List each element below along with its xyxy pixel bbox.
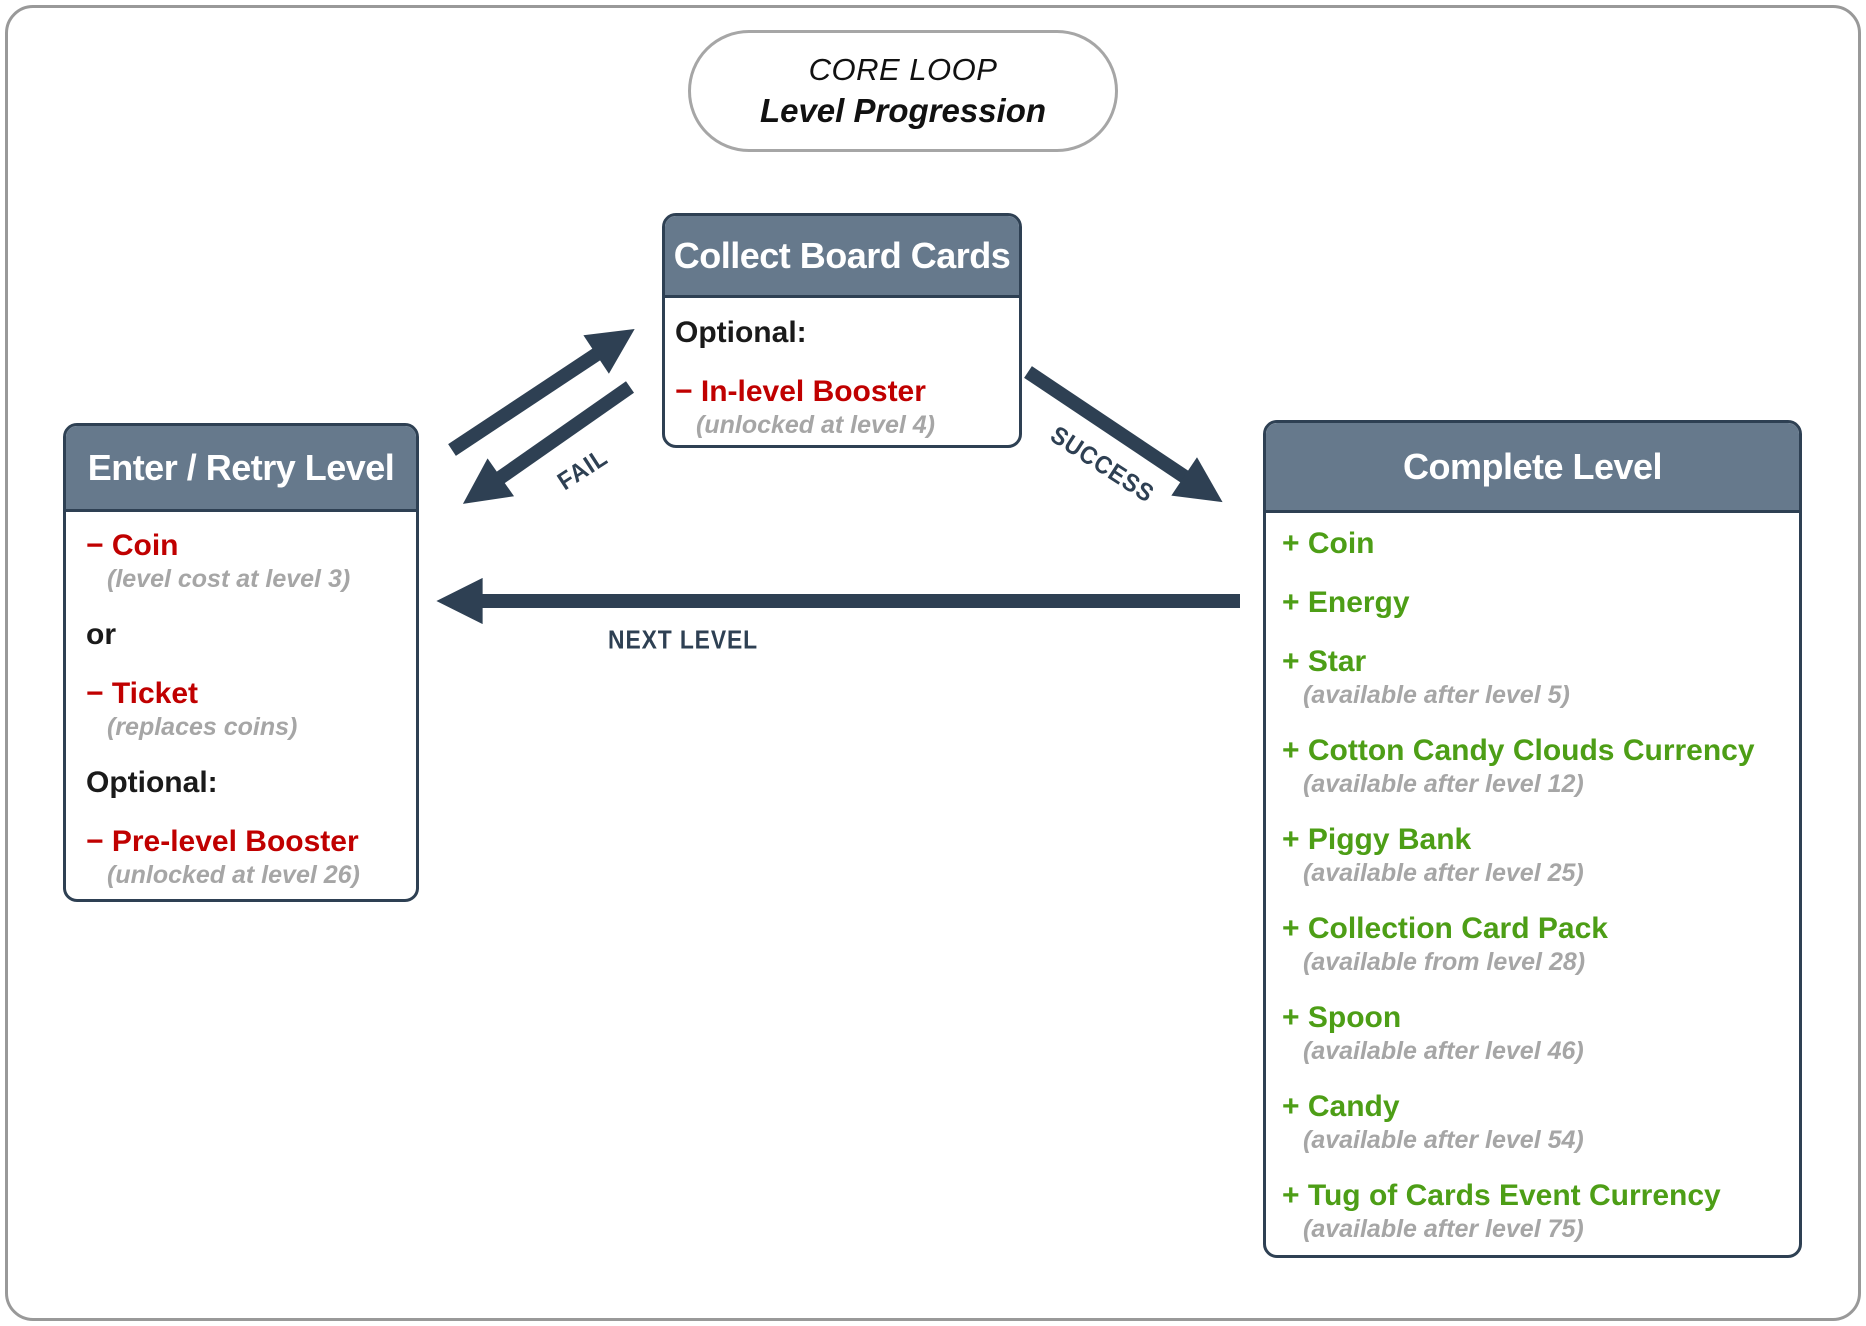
- item-label: + Candy: [1282, 1090, 1400, 1123]
- item-note: (available after level 12): [1303, 770, 1584, 798]
- next-level-label: NEXT LEVEL: [608, 624, 758, 655]
- cost-item: − Coin (level cost at level 3): [86, 528, 404, 594]
- diagram-title-text: Level Progression: [759, 92, 1047, 129]
- item-note: (available after level 75): [1303, 1215, 1584, 1243]
- cost-item: − Pre-level Booster (unlocked at level 26…: [86, 824, 404, 890]
- text-item: or: [86, 617, 404, 653]
- item-note: (available from level 28): [1303, 948, 1586, 976]
- item-note: (available after level 46): [1303, 1037, 1584, 1065]
- item-label: + Piggy Bank: [1282, 823, 1472, 856]
- reward-item: + Energy: [1282, 585, 1787, 621]
- box-complete-level: Complete Level + Coin + Energy + Star (avai…: [1263, 420, 1802, 1258]
- item-note: (unlocked at level 4): [696, 411, 935, 439]
- box-complete-level-title: Complete Level: [1266, 423, 1799, 513]
- box-complete-level-body: + Coin + Energy + Star (available after lev…: [1266, 513, 1799, 1244]
- reward-item: + Candy (available after level 54): [1282, 1089, 1787, 1155]
- text-item: Optional:: [86, 765, 404, 801]
- cost-item: − Ticket (replaces coins): [86, 676, 404, 742]
- item-label: − In-level Booster: [675, 375, 926, 408]
- item-label: Optional:: [675, 316, 807, 349]
- item-note: (replaces coins): [107, 713, 298, 741]
- item-label: + Spoon: [1282, 1001, 1402, 1034]
- text-item: Optional:: [675, 315, 1011, 351]
- box-enter-retry-level-body: − Coin (level cost at level 3) or − Ticket (…: [66, 512, 416, 890]
- cost-item: − In-level Booster (unlocked at level 4): [675, 374, 1011, 440]
- reward-item: + Coin: [1282, 526, 1787, 562]
- item-label: Optional:: [86, 766, 218, 799]
- item-label: + Collection Card Pack: [1282, 912, 1608, 945]
- reward-item: + Piggy Bank (available after level 25): [1282, 822, 1787, 888]
- item-note: (level cost at level 3): [107, 565, 351, 593]
- diagram-title: CORE LOOP Level Progression: [688, 30, 1118, 152]
- item-note: (unlocked at level 26): [107, 861, 360, 889]
- reward-item: + Spoon (available after level 46): [1282, 1000, 1787, 1066]
- diagram-title-kicker: CORE LOOP: [808, 52, 998, 87]
- box-collect-board-cards-body: Optional: − In-level Booster (unlocked at …: [665, 298, 1019, 440]
- item-label: − Coin: [86, 529, 179, 562]
- box-enter-retry-level: Enter / Retry Level − Coin (level cost at…: [63, 423, 419, 902]
- box-enter-retry-level-title: Enter / Retry Level: [66, 426, 416, 512]
- box-collect-board-cards: Collect Board Cards Optional: − In-level …: [662, 213, 1022, 448]
- item-note: (available after level 54): [1303, 1126, 1584, 1154]
- item-label: + Energy: [1282, 586, 1410, 619]
- reward-item: + Collection Card Pack (available from le…: [1282, 911, 1787, 977]
- reward-item: + Cotton Candy Clouds Currency (available…: [1282, 733, 1787, 799]
- item-label: + Star: [1282, 645, 1367, 678]
- item-note: (available after level 5): [1303, 681, 1570, 709]
- page-border: [5, 5, 1861, 1321]
- item-label: + Cotton Candy Clouds Currency: [1282, 734, 1755, 767]
- box-collect-board-cards-title: Collect Board Cards: [665, 216, 1019, 298]
- item-label: − Ticket: [86, 677, 199, 710]
- item-label: or: [86, 618, 116, 651]
- item-label: + Tug of Cards Event Currency: [1282, 1179, 1721, 1212]
- item-label: − Pre-level Booster: [86, 825, 359, 858]
- reward-item: + Tug of Cards Event Currency (available …: [1282, 1178, 1787, 1244]
- reward-item: + Star (available after level 5): [1282, 644, 1787, 710]
- item-note: (available after level 25): [1303, 859, 1584, 887]
- item-label: + Coin: [1282, 527, 1375, 560]
